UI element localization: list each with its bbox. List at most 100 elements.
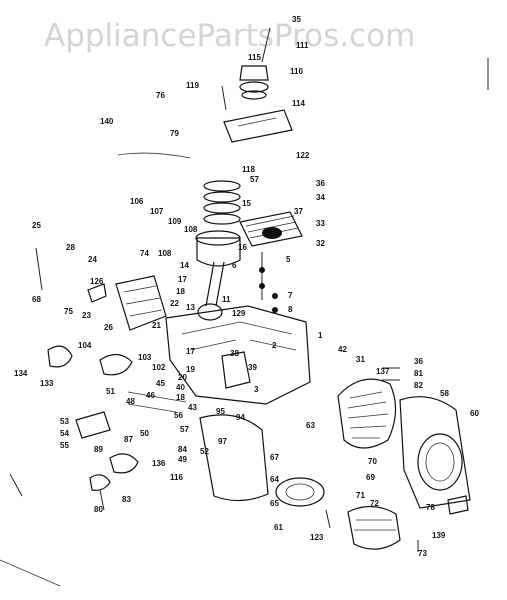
part-label-36b: 36 bbox=[414, 357, 423, 366]
part-label-106: 106 bbox=[130, 197, 144, 206]
part-label-20: 20 bbox=[178, 373, 187, 382]
part-label-63: 63 bbox=[306, 421, 315, 430]
part-label-55: 55 bbox=[60, 441, 69, 450]
part-label-38: 38 bbox=[230, 349, 239, 358]
part-label-52: 52 bbox=[200, 447, 209, 456]
part-label-13: 13 bbox=[186, 303, 195, 312]
part-label-6: 6 bbox=[232, 261, 237, 270]
part-label-58: 58 bbox=[440, 389, 449, 398]
part-label-139: 139 bbox=[432, 531, 446, 540]
part-label-25: 25 bbox=[32, 221, 41, 230]
part-label-97: 97 bbox=[218, 437, 227, 446]
part-label-111: 111 bbox=[296, 41, 309, 50]
part-label-1: 1 bbox=[318, 331, 323, 340]
part-label-3: 3 bbox=[254, 385, 259, 394]
part-label-26: 26 bbox=[104, 323, 113, 332]
part-label-119: 119 bbox=[186, 81, 199, 90]
part-label-65: 65 bbox=[270, 499, 279, 508]
part-label-2: 2 bbox=[272, 341, 277, 350]
part-label-118: 118 bbox=[242, 165, 255, 174]
part-label-114: 114 bbox=[292, 99, 305, 108]
part-label-123: 123 bbox=[310, 533, 324, 542]
part-label-107: 107 bbox=[150, 207, 164, 216]
part-label-23: 23 bbox=[82, 311, 91, 320]
part-label-74: 74 bbox=[140, 249, 149, 258]
part-label-84: 84 bbox=[178, 445, 187, 454]
part-label-16: 16 bbox=[238, 243, 247, 252]
part-label-17b: 17 bbox=[186, 347, 195, 356]
part-label-133: 133 bbox=[40, 379, 54, 388]
part-label-108a: 108 bbox=[184, 225, 198, 234]
part-label-43: 43 bbox=[188, 403, 197, 412]
part-label-136: 136 bbox=[152, 459, 166, 468]
part-label-46: 46 bbox=[146, 391, 155, 400]
part-label-18b: 18 bbox=[176, 393, 185, 402]
part-label-60: 60 bbox=[470, 409, 479, 418]
part-label-36a: 36 bbox=[316, 179, 325, 188]
part-label-73: 73 bbox=[418, 549, 427, 558]
part-label-37: 37 bbox=[294, 207, 303, 216]
part-label-70: 70 bbox=[368, 457, 377, 466]
part-label-134: 134 bbox=[14, 369, 28, 378]
part-label-69: 69 bbox=[366, 473, 375, 482]
part-label-115: 115 bbox=[248, 53, 261, 62]
part-label-108b: 108 bbox=[158, 249, 172, 258]
part-label-137: 137 bbox=[376, 367, 390, 376]
part-label-34: 34 bbox=[316, 193, 325, 202]
watermark: AppliancePartsPros.com bbox=[44, 18, 415, 54]
part-label-31: 31 bbox=[356, 355, 365, 364]
part-label-53: 53 bbox=[60, 417, 69, 426]
part-label-104: 104 bbox=[78, 341, 92, 350]
part-label-126: 126 bbox=[90, 277, 104, 286]
part-label-116: 116 bbox=[170, 473, 183, 482]
part-label-64: 64 bbox=[270, 475, 279, 484]
parts-drawing bbox=[0, 27, 489, 587]
part-label-110: 110 bbox=[290, 67, 303, 76]
part-label-14: 14 bbox=[180, 261, 189, 270]
part-label-8: 8 bbox=[288, 305, 293, 314]
part-label-67: 67 bbox=[270, 453, 279, 462]
part-label-56: 56 bbox=[174, 411, 183, 420]
part-label-109: 109 bbox=[168, 217, 182, 226]
part-label-79: 79 bbox=[170, 129, 179, 138]
part-label-140: 140 bbox=[100, 117, 114, 126]
part-label-57b: 57 bbox=[180, 425, 189, 434]
part-label-87a: 87 bbox=[124, 435, 133, 444]
part-label-5: 5 bbox=[286, 255, 291, 264]
part-label-103: 103 bbox=[138, 353, 152, 362]
part-label-82: 82 bbox=[414, 381, 423, 390]
part-label-57: 57 bbox=[250, 175, 259, 184]
part-label-11: 11 bbox=[222, 295, 231, 304]
part-label-71: 71 bbox=[356, 491, 365, 500]
part-label-49: 49 bbox=[178, 455, 187, 464]
part-label-24: 24 bbox=[88, 255, 97, 264]
part-label-95: 95 bbox=[216, 407, 225, 416]
part-label-42: 42 bbox=[338, 345, 347, 354]
part-label-89: 89 bbox=[94, 445, 103, 454]
part-label-7: 7 bbox=[288, 291, 293, 300]
part-label-35: 35 bbox=[292, 15, 301, 24]
part-label-68: 68 bbox=[32, 295, 41, 304]
part-label-18a: 18 bbox=[176, 287, 185, 296]
part-label-21: 21 bbox=[152, 321, 161, 330]
part-label-72: 72 bbox=[370, 499, 379, 508]
part-label-15: 15 bbox=[242, 199, 251, 208]
part-label-32: 32 bbox=[316, 239, 325, 248]
part-label-122: 122 bbox=[296, 151, 310, 160]
part-label-75: 75 bbox=[64, 307, 73, 316]
part-label-22: 22 bbox=[170, 299, 179, 308]
part-label-19: 19 bbox=[186, 365, 195, 374]
part-label-78: 78 bbox=[426, 503, 435, 512]
part-label-28: 28 bbox=[66, 243, 75, 252]
part-label-81: 81 bbox=[414, 369, 423, 378]
part-label-129: 129 bbox=[232, 309, 246, 318]
part-label-48: 48 bbox=[126, 397, 135, 406]
part-label-17a: 17 bbox=[178, 275, 187, 284]
part-label-45: 45 bbox=[156, 379, 165, 388]
part-label-61: 61 bbox=[274, 523, 283, 532]
part-label-54: 54 bbox=[60, 429, 69, 438]
part-label-80: 80 bbox=[94, 505, 103, 514]
part-label-76: 76 bbox=[156, 91, 165, 100]
